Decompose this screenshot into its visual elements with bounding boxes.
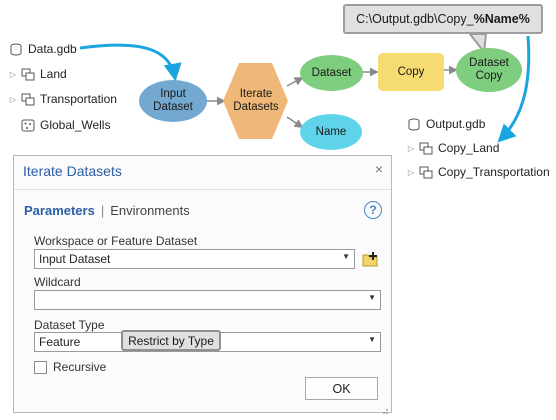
- workspace-label: Workspace or Feature Dataset: [34, 234, 198, 248]
- source-item-label: Land: [40, 67, 67, 81]
- output-path-callout: C:\Output.gdb\Copy_%Name%: [343, 4, 543, 34]
- feature-dataset-icon: [20, 92, 36, 106]
- dataset-type-value: Feature: [39, 335, 81, 349]
- iterator-label-box: Iterate Datasets: [228, 86, 284, 116]
- expand-triangle-icon[interactable]: ▷: [9, 94, 17, 104]
- tab-divider: |: [100, 203, 105, 218]
- name-label: Name: [315, 125, 347, 138]
- point-feature-class-icon: [20, 118, 36, 132]
- tab-parameters[interactable]: Parameters: [24, 203, 95, 218]
- dataset-type-label: Dataset Type: [34, 318, 105, 332]
- input-link-arrow: [79, 43, 182, 82]
- recursive-checkbox[interactable]: Recursive: [34, 360, 106, 374]
- source-gdb-root[interactable]: Data.gdb: [8, 40, 77, 58]
- source-item-label: Global_Wells: [40, 118, 111, 132]
- checkbox-box[interactable]: [34, 360, 47, 374]
- copy-tool-label: Copy: [397, 65, 425, 78]
- database-icon: [8, 42, 24, 56]
- workspace-value: Input Dataset: [39, 252, 111, 266]
- input-dataset-label: Input Dataset: [153, 88, 193, 113]
- iterator-label: Iterate Datasets: [233, 88, 279, 113]
- iterator-hexagon[interactable]: [223, 63, 288, 139]
- chevron-down-icon[interactable]: ▼: [368, 335, 376, 344]
- recursive-label: Recursive: [53, 360, 107, 374]
- output-gdb-root[interactable]: Output.gdb: [406, 115, 485, 133]
- source-item-land[interactable]: ▷ Land: [8, 65, 67, 83]
- expand-triangle-icon[interactable]: ▷: [407, 167, 415, 177]
- feature-dataset-icon: [418, 165, 434, 179]
- dataset-copy-node[interactable]: Dataset Copy: [456, 48, 522, 92]
- source-item-transportation[interactable]: ▷ Transportation: [8, 90, 117, 108]
- output-item-label: Copy_Land: [438, 141, 500, 155]
- chevron-down-icon[interactable]: ▼: [368, 293, 376, 302]
- title-divider: [14, 189, 391, 190]
- close-icon[interactable]: ×: [374, 161, 383, 177]
- feature-dataset-icon: [418, 141, 434, 155]
- expand-triangle-icon[interactable]: ▷: [407, 143, 415, 153]
- output-item-copy-land[interactable]: ▷ Copy_Land: [406, 139, 499, 157]
- restrict-by-type-callout: Restrict by Type: [121, 330, 221, 351]
- output-item-label: Copy_Transportation: [438, 165, 550, 179]
- resize-grip-icon[interactable]: [381, 402, 389, 414]
- dialog-tabs: Parameters | Environments: [24, 203, 190, 218]
- workspace-dropdown[interactable]: Input Dataset ▼: [34, 249, 355, 269]
- output-item-copy-transportation[interactable]: ▷ Copy_Transportation: [406, 163, 550, 181]
- feature-dataset-icon: [20, 67, 36, 81]
- connector-iterator-dataset: [286, 77, 304, 87]
- browse-folder-icon[interactable]: [361, 250, 379, 268]
- input-dataset-node[interactable]: Input Dataset: [139, 80, 207, 122]
- iterate-datasets-dialog: Iterate Datasets × Parameters | Environm…: [13, 155, 392, 414]
- chevron-down-icon[interactable]: ▼: [342, 252, 350, 261]
- ok-button[interactable]: OK: [305, 377, 378, 400]
- dataset-copy-label: Dataset Copy: [469, 57, 509, 82]
- output-path-prefix: C:\Output.gdb\Copy_: [356, 12, 474, 26]
- output-path-variable: %Name%: [473, 12, 530, 26]
- source-item-label: Transportation: [40, 92, 117, 106]
- tab-environments[interactable]: Environments: [110, 203, 190, 218]
- dialog-title: Iterate Datasets: [23, 163, 122, 179]
- output-gdb-label: Output.gdb: [426, 117, 486, 131]
- source-gdb-label: Data.gdb: [28, 42, 77, 56]
- wildcard-dropdown[interactable]: ▼: [34, 290, 381, 310]
- copy-tool-node[interactable]: Copy: [378, 53, 444, 91]
- expand-triangle-icon[interactable]: ▷: [9, 69, 17, 79]
- top-callout-pointer: [469, 33, 487, 53]
- output-link-arrow: [497, 35, 531, 143]
- database-icon: [406, 117, 422, 131]
- name-node[interactable]: Name: [300, 114, 362, 150]
- dataset-label: Dataset: [311, 66, 352, 79]
- dataset-node[interactable]: Dataset: [300, 55, 363, 91]
- connector-iterator-name: [286, 116, 304, 128]
- source-item-global-wells[interactable]: Global_Wells: [20, 116, 110, 134]
- help-icon[interactable]: ?: [364, 201, 382, 219]
- wildcard-label: Wildcard: [34, 275, 81, 289]
